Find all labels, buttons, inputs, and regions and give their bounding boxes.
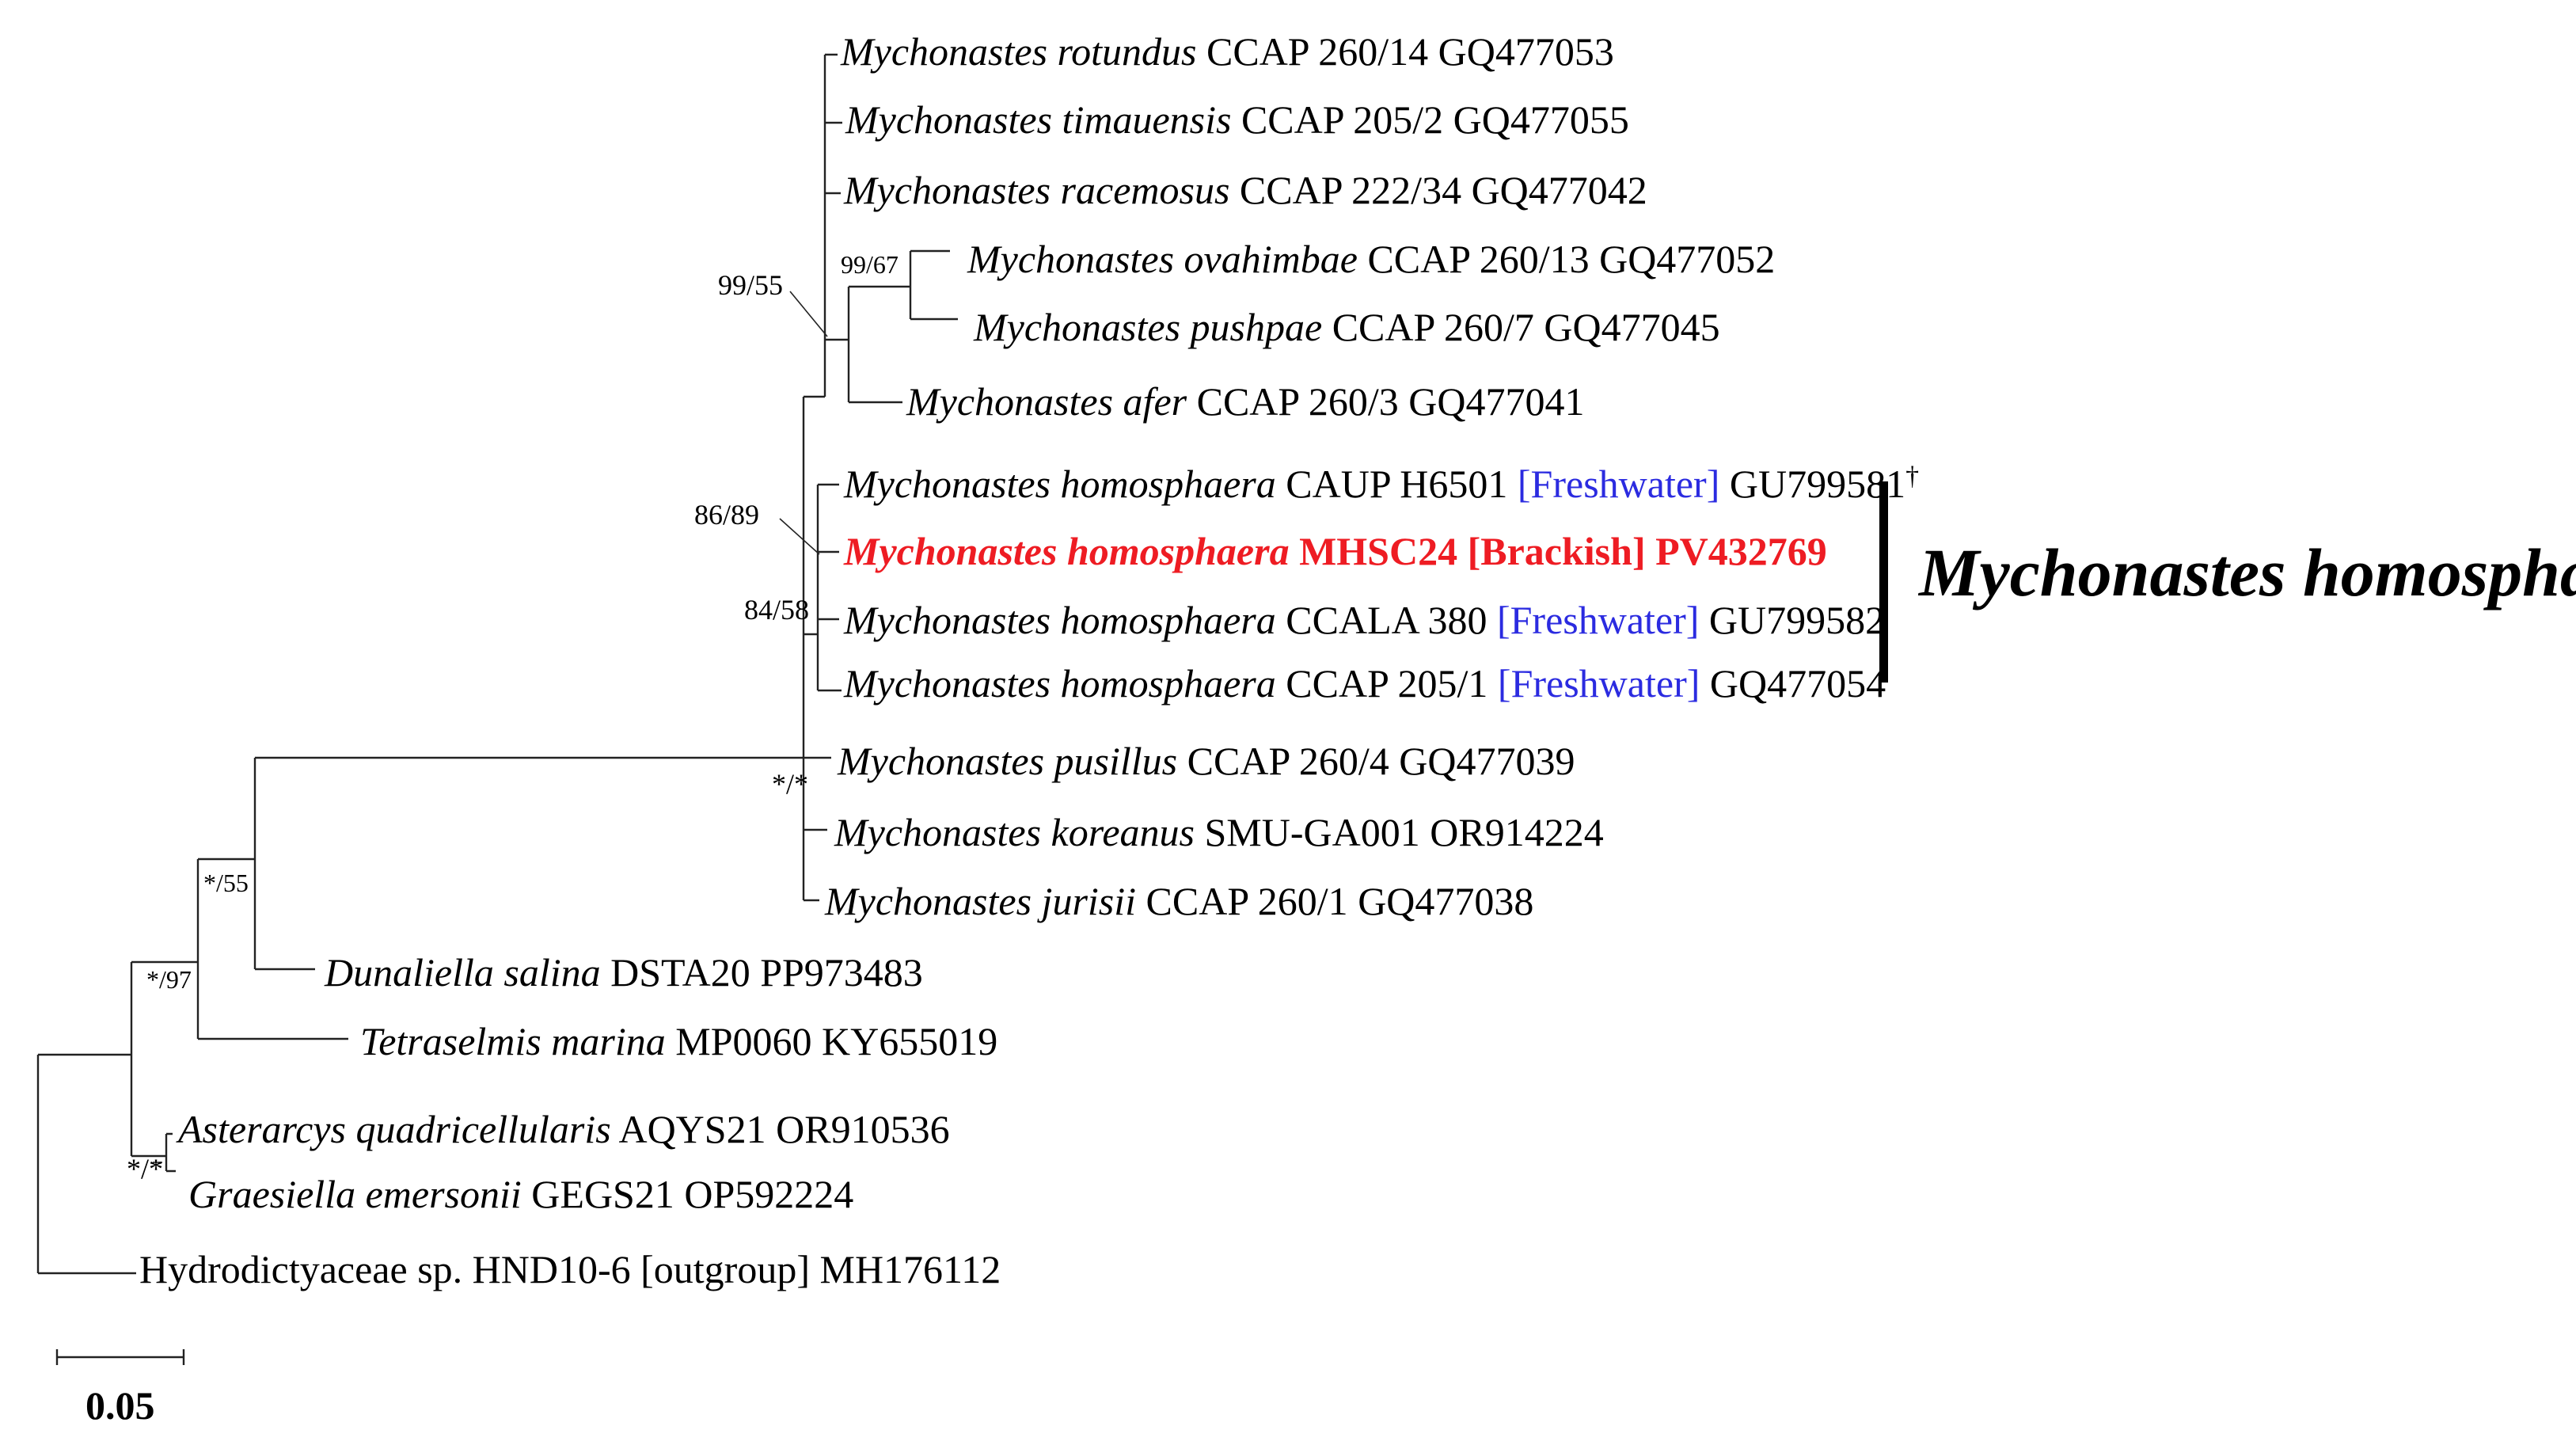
support-value: */97	[146, 965, 192, 994]
taxon-label: Mychonastes pusillus CCAP 260/4 GQ477039	[837, 739, 1575, 783]
branch-homosphaera-clade	[816, 483, 842, 692]
branch-mychonastes-crown	[802, 395, 831, 902]
branch-clade-99-55	[823, 53, 849, 397]
branch-node-55	[196, 858, 348, 1040]
tree-branches	[36, 53, 958, 1275]
scale-bar-line	[55, 1349, 185, 1365]
branch-dunaliella-mychonastes	[253, 756, 804, 971]
taxon-label: Mychonastes timauensis CCAP 205/2 GQ4770…	[845, 97, 1629, 142]
taxon-label: Dunaliella salina DSTA20 PP973483	[324, 950, 923, 995]
taxon-label: Mychonastes racemosus CCAP 222/34 GQ4770…	[843, 168, 1647, 212]
taxon-label: Asterarcys quadricellularis AQYS21 OR910…	[176, 1107, 950, 1151]
taxon-label: Mychonastes ovahimbae CCAP 260/13 GQ4770…	[967, 237, 1775, 281]
support-values: 99/55 99/67 86/89 84/58 */* */55 */97 */…	[127, 250, 899, 1185]
branch-afer-ovahimbae	[847, 285, 910, 404]
support-value: */*	[772, 768, 808, 800]
support-value: */*	[127, 1153, 163, 1185]
taxon-label: Mychonastes jurisii CCAP 260/1 GQ477038	[824, 879, 1533, 923]
support-value: 86/89	[694, 499, 759, 531]
support-value: 99/67	[841, 250, 899, 279]
taxon-label: Graesiella emersonii GEGS21 OP592224	[188, 1172, 853, 1216]
taxon-label: Mychonastes rotundus CCAP 260/14 GQ47705…	[840, 29, 1614, 74]
taxon-label: Mychonastes homosphaera CAUP H6501 [Fres…	[843, 462, 1919, 506]
taxon-label: Mychonastes homosphaera CCALA 380 [Fresh…	[843, 598, 1885, 642]
support-value: 84/58	[744, 594, 809, 626]
support-pointers	[153, 291, 828, 1163]
support-value: */55	[203, 869, 249, 897]
taxon-label: Mychonastes afer CCAP 260/3 GQ477041	[906, 379, 1584, 424]
clade-bracket	[1879, 481, 1888, 683]
branch-asterarcys-graesiella	[165, 1132, 176, 1173]
clade-label: Mychonastes homosphaera	[1917, 534, 2576, 610]
scale-bar: 0.05	[55, 1349, 185, 1428]
taxon-label: Mychonastes koreanus SMU-GA001 OR914224	[834, 810, 1604, 854]
branch-ovahimbae-pushpae	[909, 249, 958, 321]
branch-node-97	[130, 960, 198, 1158]
support-value: 99/55	[718, 269, 783, 301]
taxon-label: Mychonastes homosphaera CCAP 205/1 [Fres…	[843, 661, 1886, 705]
taxon-labels: Mychonastes rotundus CCAP 260/14 GQ47705…	[139, 29, 1919, 1291]
scale-bar-label: 0.05	[85, 1383, 155, 1428]
taxon-label-highlight: Mychonastes homosphaera MHSC24 [Brackish…	[843, 529, 1827, 573]
taxon-label: Tetraselmis marina MP0060 KY655019	[360, 1019, 997, 1063]
taxon-label-outgroup: Hydrodictyaceae sp. HND10-6 [outgroup] M…	[139, 1247, 1001, 1291]
taxon-label: Mychonastes pushpae CCAP 260/7 GQ477045	[973, 305, 1720, 349]
branch-root	[36, 1053, 136, 1275]
